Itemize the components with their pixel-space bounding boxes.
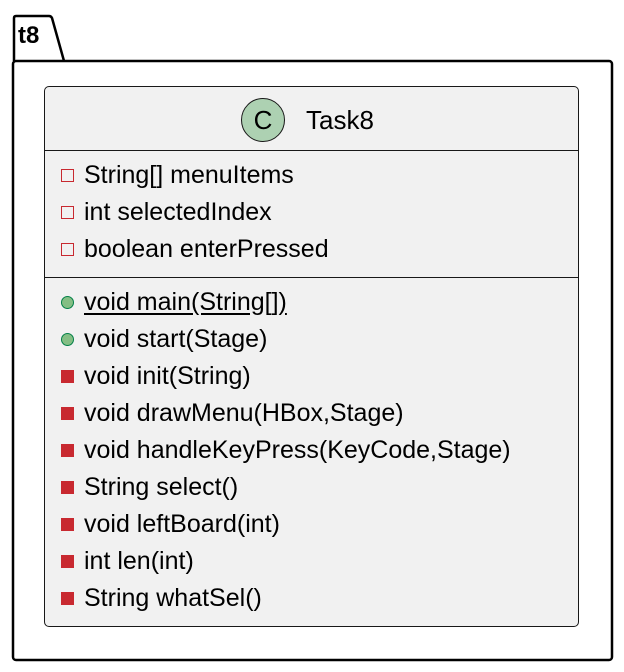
private-method-icon (61, 369, 74, 383)
method-item: void drawMenu(HBox,Stage) (61, 395, 404, 431)
method-text: void drawMenu(HBox,Stage) (84, 398, 404, 427)
method-text: int len(int) (84, 546, 194, 575)
private-method-icon (61, 591, 74, 605)
method-item: void init(String) (61, 358, 251, 394)
method-item: int len(int) (61, 543, 194, 579)
public-method-icon (61, 332, 74, 346)
method-text: String whatSel() (84, 583, 262, 612)
private-method-icon (61, 406, 74, 420)
method-text: void handleKeyPress(KeyCode,Stage) (84, 435, 511, 464)
class-header: C Task8 (45, 87, 578, 151)
private-field-icon (61, 168, 74, 182)
class-name: Task8 (306, 105, 374, 135)
field-item: String[] menuItems (61, 157, 294, 193)
field-text: int selectedIndex (84, 197, 272, 226)
method-item: String select() (61, 469, 238, 505)
method-text: void init(String) (84, 361, 251, 390)
method-text: String select() (84, 472, 239, 501)
class-stereotype-icon: C (241, 98, 285, 142)
method-item: String whatSel() (61, 580, 262, 616)
private-field-icon (61, 205, 74, 219)
method-text: void leftBoard(int) (84, 509, 280, 538)
field-item: boolean enterPressed (61, 231, 329, 267)
method-item: void main(String[]) (61, 284, 287, 320)
private-method-icon (61, 517, 74, 531)
method-item: void leftBoard(int) (61, 506, 280, 542)
public-method-icon (61, 295, 74, 309)
method-item: void start(Stage) (61, 321, 267, 357)
private-method-icon (61, 480, 74, 494)
fields-section: String[] menuItems int selectedIndex boo… (45, 151, 578, 278)
private-field-icon (61, 242, 74, 256)
method-item: void handleKeyPress(KeyCode,Stage) (61, 432, 511, 468)
method-text: void start(Stage) (84, 324, 268, 353)
methods-section: void main(String[]) void start(Stage) vo… (45, 278, 578, 626)
field-text: boolean enterPressed (84, 234, 329, 263)
package-name: t8 (18, 22, 40, 49)
private-method-icon (61, 554, 74, 568)
method-text: void main(String[]) (84, 287, 287, 316)
private-method-icon (61, 443, 74, 457)
field-item: int selectedIndex (61, 194, 272, 230)
class-box-task8: C Task8 String[] menuItems int selectedI… (44, 86, 579, 627)
field-text: String[] menuItems (84, 160, 294, 189)
